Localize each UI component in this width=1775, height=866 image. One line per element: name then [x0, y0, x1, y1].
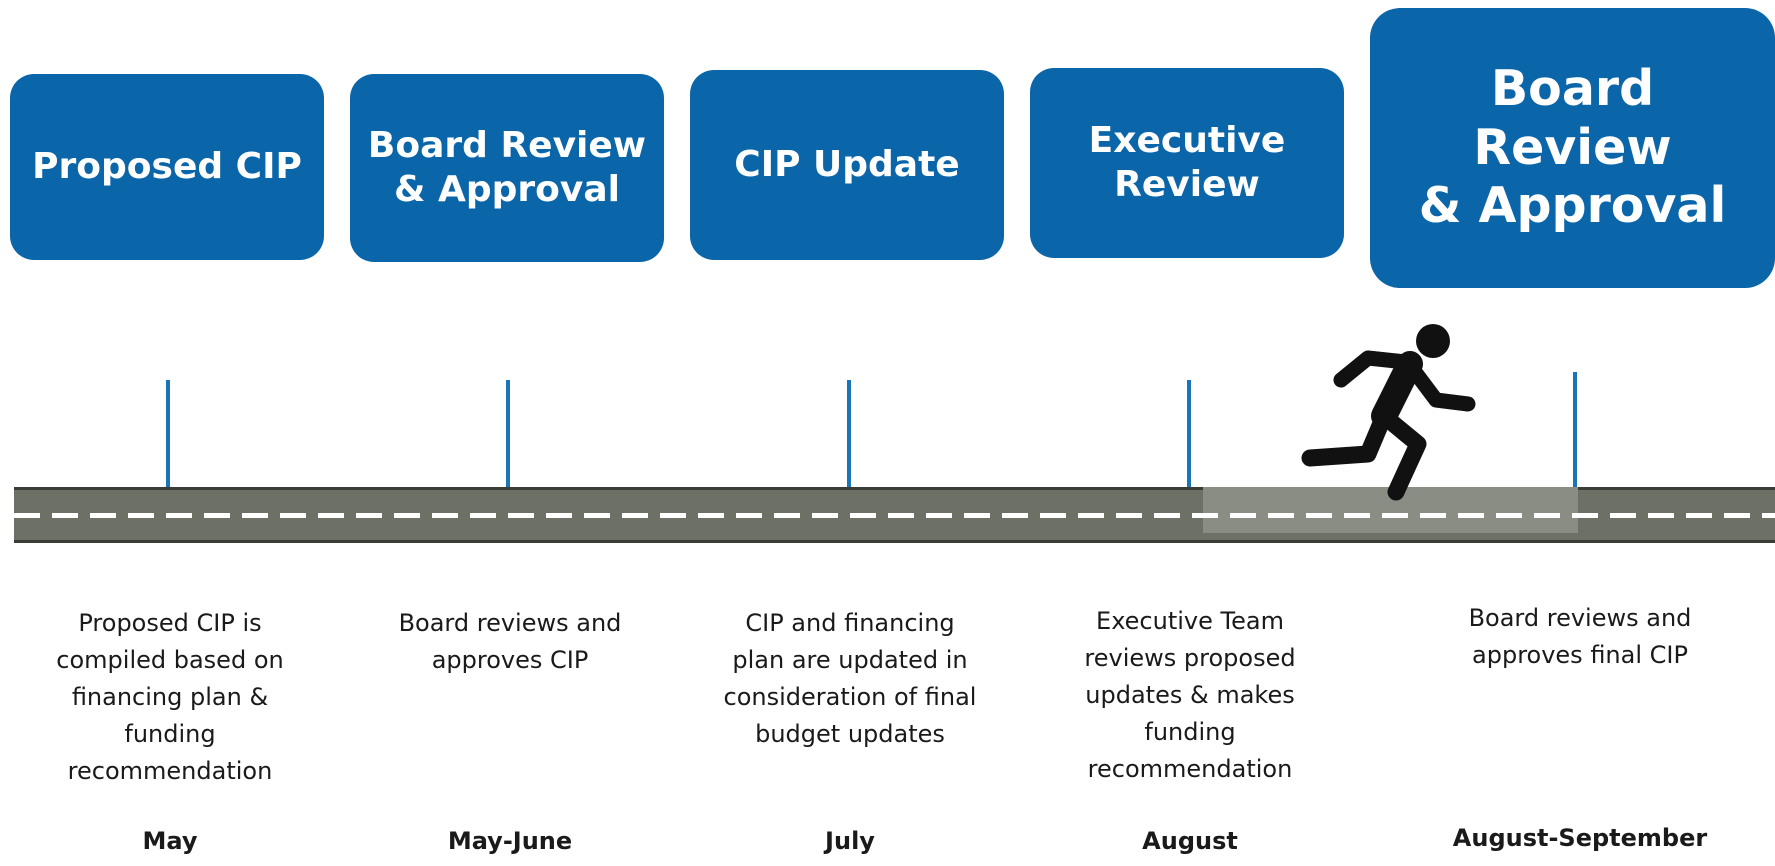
stage-box-proposed-cip: Proposed CIP [10, 74, 324, 260]
stage-month-august: August [1142, 827, 1238, 855]
stage-description-board-review-approval: Board reviews and approves CIP [398, 609, 622, 674]
stage-description-proposed-cip: Proposed CIP is compiled based on financ… [56, 609, 284, 785]
timeline-road-centerline [14, 513, 1775, 518]
stage-month-august-september: August-September [1452, 824, 1708, 852]
timeline-tick-august-september [1573, 372, 1577, 488]
stage-box-cip-update: CIP Update [690, 70, 1004, 260]
stage-month-may-june: May-June [447, 827, 573, 855]
running-person-icon [1301, 324, 1476, 501]
stage-description-final-board-review-approval: Board reviews and approves final CIP [1468, 604, 1692, 669]
stage-box-final-board-review-approval: Board Review & Approval [1370, 8, 1775, 288]
stage-month-may: May [142, 827, 198, 855]
timeline-tick-july [847, 380, 851, 488]
stage-description-cip-update: CIP and financing plan are updated in co… [723, 609, 977, 748]
timeline-tick-may-june [506, 380, 510, 488]
stage-box-board-review-approval: Board Review & Approval [350, 74, 664, 262]
stage-description-executive-review: Executive Team reviews proposed updates … [1084, 607, 1296, 783]
timeline-tick-may [166, 380, 170, 488]
timeline-tick-august [1187, 380, 1191, 488]
stage-month-july: July [825, 827, 875, 855]
stage-box-executive-review: Executive Review [1030, 68, 1344, 258]
